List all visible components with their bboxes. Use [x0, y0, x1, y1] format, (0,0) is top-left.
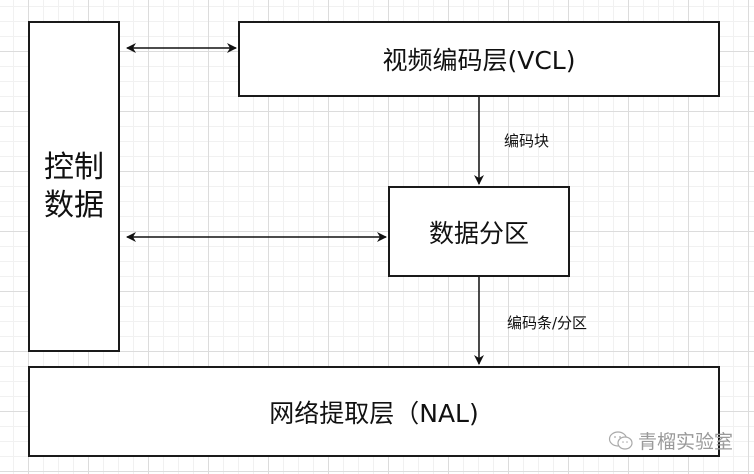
- watermark-text: 青榴实验室: [638, 431, 734, 453]
- edge-label-coded-block: 编码块: [504, 132, 550, 150]
- nal-label: 网络提取层（NAL): [269, 398, 479, 428]
- watermark: 青榴实验室: [608, 427, 733, 454]
- vcl-label: 视频编码层(VCL): [382, 46, 576, 75]
- control-data-line-1: 控制: [44, 149, 104, 185]
- data-partition-label: 数据分区: [428, 218, 529, 248]
- wechat-icon: [608, 430, 633, 450]
- edge-label-slice-partition: 编码条/分区: [507, 314, 588, 332]
- data-partition-node: 数据分区: [388, 186, 570, 277]
- control-data-node: 控制 数据: [28, 21, 120, 352]
- control-data-line-2: 数据: [44, 187, 104, 223]
- vcl-node: 视频编码层(VCL): [238, 21, 720, 97]
- nal-node: 网络提取层（NAL): [28, 366, 720, 457]
